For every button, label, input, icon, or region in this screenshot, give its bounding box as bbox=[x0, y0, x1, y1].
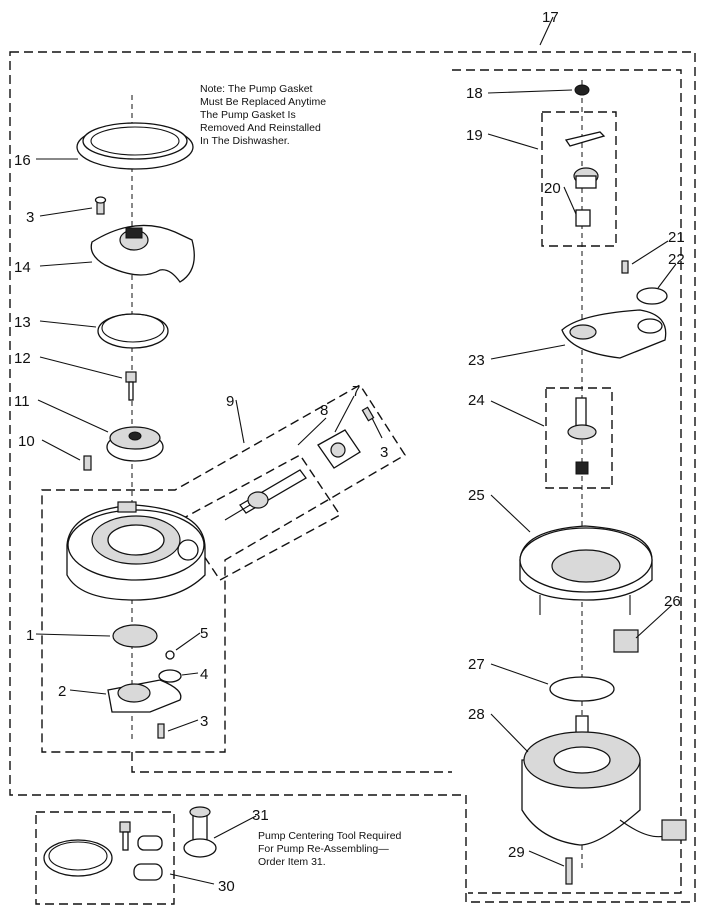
screw-3-bottom bbox=[157, 723, 165, 739]
pump-group-connector bbox=[131, 752, 452, 773]
label-31: 31 bbox=[252, 807, 269, 824]
label-1: 1 bbox=[26, 627, 34, 644]
bracket-2 bbox=[107, 679, 182, 713]
label-23: 23 bbox=[468, 352, 485, 369]
svg-text:Pump Centering Tool Required: Pump Centering Tool Required bbox=[258, 830, 402, 842]
label-9: 9 bbox=[226, 393, 234, 410]
label-7: 7 bbox=[352, 383, 360, 400]
nut-18 bbox=[574, 84, 590, 96]
svg-text:Must Be Replaced Anytime: Must Be Replaced Anytime bbox=[200, 96, 326, 108]
pump-housing bbox=[66, 501, 206, 601]
plate-23 bbox=[561, 309, 667, 359]
gasket-note: Note: The Pump Gasket Must Be Replaced A… bbox=[200, 83, 326, 147]
label-16: 16 bbox=[14, 152, 31, 169]
impeller-11 bbox=[106, 426, 164, 462]
kit-30-parts bbox=[43, 821, 163, 881]
pump-gasket-16 bbox=[76, 122, 194, 170]
svg-text:In The Dishwasher.: In The Dishwasher. bbox=[200, 135, 290, 147]
valve-plate-7 bbox=[317, 429, 361, 469]
label-8: 8 bbox=[320, 402, 328, 419]
leader-lines bbox=[35, 16, 677, 885]
svg-text:Order Item 31.: Order Item 31. bbox=[258, 856, 326, 868]
label-18: 18 bbox=[466, 85, 483, 102]
label-26: 26 bbox=[664, 593, 681, 610]
assembly-17-boundary bbox=[9, 51, 696, 903]
pump-group-boundary bbox=[41, 384, 406, 753]
right-column-boundary bbox=[452, 69, 682, 894]
tool-note: Pump Centering Tool Required For Pump Re… bbox=[258, 830, 402, 868]
label-29: 29 bbox=[508, 844, 525, 861]
label-3-bottom: 3 bbox=[200, 713, 208, 730]
group-19-box bbox=[541, 111, 617, 247]
label-4: 4 bbox=[200, 666, 208, 683]
label-12: 12 bbox=[14, 350, 31, 367]
part-labels: 16 3 14 13 12 11 10 9 8 7 3 1 5 4 2 3 17… bbox=[14, 9, 685, 895]
screw-3-top bbox=[94, 196, 107, 215]
filter-1 bbox=[112, 624, 158, 648]
svg-text:Removed And Reinstalled: Removed And Reinstalled bbox=[200, 122, 321, 134]
seal-4 bbox=[158, 669, 182, 683]
label-21: 21 bbox=[668, 229, 685, 246]
sleeve-20 bbox=[575, 209, 591, 227]
label-13: 13 bbox=[14, 314, 31, 331]
label-5: 5 bbox=[200, 625, 208, 642]
svg-text:Note: The Pump Gasket: Note: The Pump Gasket bbox=[200, 83, 313, 95]
bolt-12 bbox=[125, 371, 137, 401]
label-3-solenoid: 3 bbox=[380, 444, 388, 461]
label-11: 11 bbox=[14, 393, 30, 410]
hub-24 bbox=[567, 397, 597, 475]
motor-mount-25 bbox=[519, 525, 653, 615]
centering-tool-31 bbox=[183, 806, 217, 858]
disc-27 bbox=[549, 676, 615, 702]
label-19: 19 bbox=[466, 127, 483, 144]
screw-29 bbox=[565, 857, 573, 885]
solenoid-8 bbox=[224, 469, 307, 521]
label-24: 24 bbox=[468, 392, 485, 409]
label-14: 14 bbox=[14, 259, 31, 276]
kit-30-box bbox=[35, 811, 175, 905]
label-25: 25 bbox=[468, 487, 485, 504]
group-24-box bbox=[545, 387, 613, 489]
solenoid-group-boundary bbox=[178, 454, 342, 581]
label-17: 17 bbox=[542, 9, 559, 26]
chopper-19 bbox=[564, 131, 606, 189]
label-27: 27 bbox=[468, 656, 485, 673]
screw-3-solenoid bbox=[361, 406, 375, 422]
screw-21 bbox=[621, 260, 629, 274]
label-22: 22 bbox=[668, 251, 685, 268]
label-28: 28 bbox=[468, 706, 485, 723]
grommet-22 bbox=[636, 287, 668, 305]
pump-cover-14 bbox=[90, 224, 195, 283]
label-30: 30 bbox=[218, 878, 235, 895]
motor-28 bbox=[521, 715, 687, 846]
label-2: 2 bbox=[58, 683, 66, 700]
svg-text:For Pump Re-Assembling—: For Pump Re-Assembling— bbox=[258, 843, 389, 855]
svg-text:The Pump Gasket Is: The Pump Gasket Is bbox=[200, 109, 296, 121]
label-3-top: 3 bbox=[26, 209, 34, 226]
ball-5 bbox=[165, 650, 175, 660]
label-10: 10 bbox=[18, 433, 35, 450]
screw-10 bbox=[83, 455, 92, 471]
label-20: 20 bbox=[544, 180, 561, 197]
terminal-26 bbox=[613, 629, 639, 653]
